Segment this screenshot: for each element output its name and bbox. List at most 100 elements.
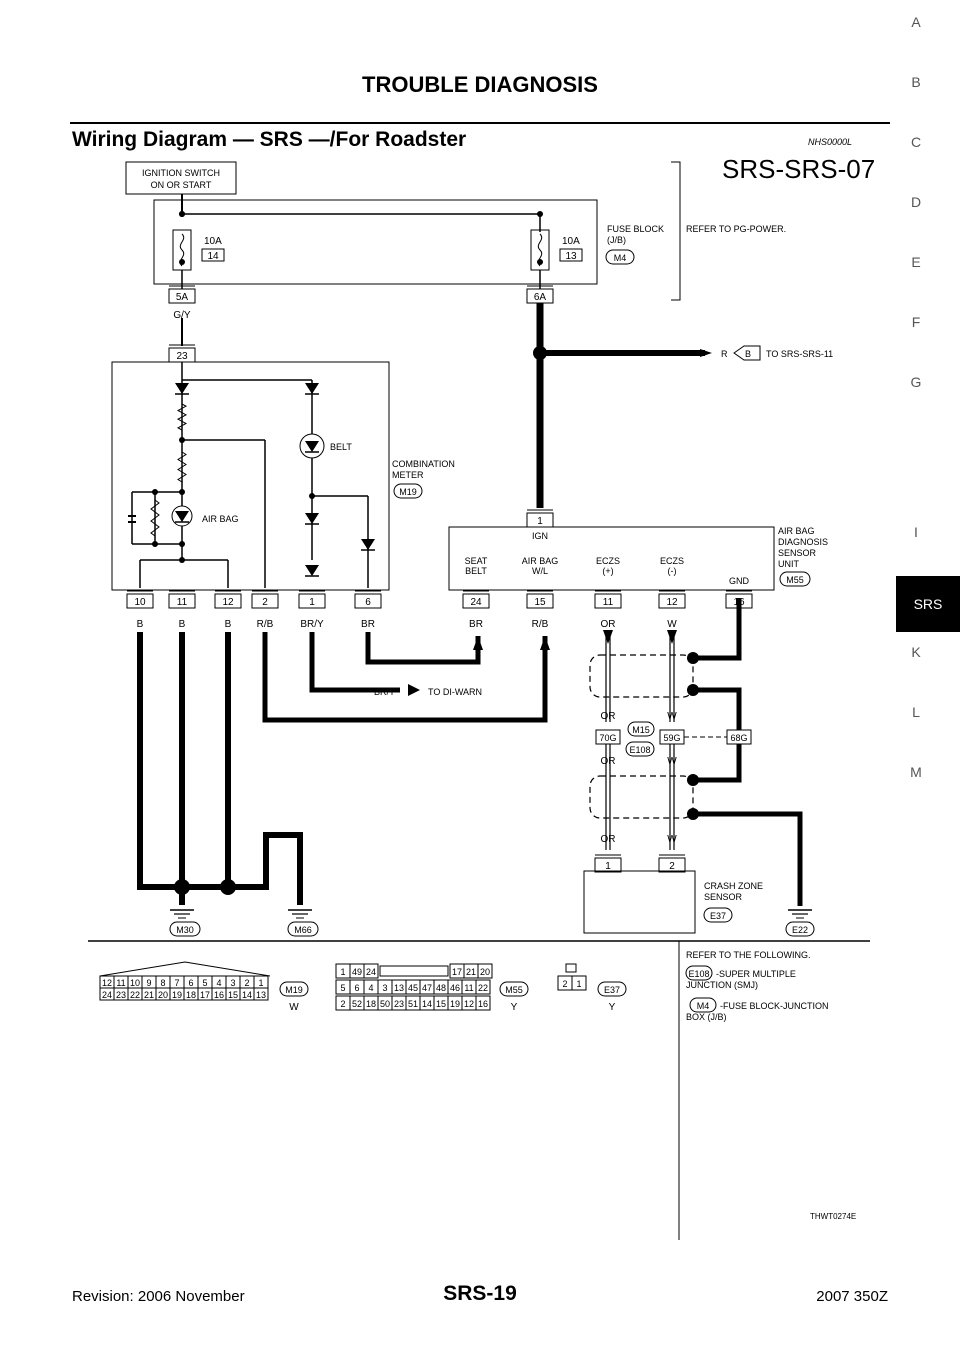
unit-label: AIR BAG (778, 526, 815, 536)
arrow-down (603, 630, 613, 644)
resistor-symbol (150, 499, 160, 537)
crash-terminal (658, 857, 686, 873)
unit-pin-label: SEAT (465, 556, 488, 566)
wire-color-label: W (667, 834, 677, 845)
unit-pin-label: (+) (602, 566, 613, 576)
ground-m66-label-label: M66 (294, 925, 312, 935)
wire-color-label: BR (469, 619, 483, 630)
page-header-title: TROUBLE DIAGNOSIS (362, 72, 598, 97)
pin-number: 2 (340, 999, 345, 1009)
pin-number: 4 (368, 983, 373, 993)
section-index-e[interactable]: E (911, 254, 921, 270)
diode-symbol (305, 383, 319, 394)
splice-dot (537, 211, 543, 217)
unit-pin-label: (-) (668, 566, 677, 576)
wire-color-label: G/Y (173, 310, 191, 321)
terminal-number: 10 (134, 597, 146, 608)
unit-pin-label: BELT (465, 566, 487, 576)
section-index-b[interactable]: B (911, 74, 921, 90)
terminal-number: 2 (262, 597, 268, 608)
wire-color-label: R/B (257, 619, 274, 630)
diode-symbol (305, 513, 319, 524)
section-index-f[interactable]: F (911, 314, 921, 330)
meter-terminal (298, 593, 326, 609)
smj-connector (627, 721, 655, 737)
ignition-switch-label: IGNITION SWITCH (142, 168, 220, 178)
refer-power-label: REFER TO PG-POWER. (686, 224, 786, 234)
section-index-a[interactable]: A (911, 14, 921, 30)
ground-e22-label (785, 921, 815, 937)
connector-pin (571, 975, 587, 991)
smj-connector-label: E108 (629, 745, 650, 755)
m55-connector-id-label: M55 (505, 985, 523, 995)
pin-number: 13 (394, 983, 404, 993)
wire-color-label: B (137, 856, 144, 867)
section-index-i[interactable]: I (914, 524, 918, 540)
section-index-k[interactable]: K (911, 644, 921, 660)
pin-number: 3 (382, 983, 387, 993)
combination-meter-box (111, 361, 390, 591)
pin-number: 12 (102, 978, 112, 988)
pin-number: 13 (256, 990, 266, 1000)
crash-connector (703, 907, 733, 923)
pin-number: 48 (436, 983, 446, 993)
to-srs11-label: TO SRS-SRS-11 (766, 349, 833, 359)
section-index-m[interactable]: M (910, 764, 922, 780)
connector-color: W (289, 1002, 299, 1013)
connector-pin (363, 963, 379, 979)
pin-number: 23 (394, 999, 404, 1009)
terminal-number: 6 (365, 597, 371, 608)
ref-text: JUNCTION (SMJ) (686, 980, 758, 990)
smj-pin: 68G (730, 733, 747, 743)
ref-connector (685, 965, 713, 981)
crash-sensor-label: SENSOR (704, 892, 743, 902)
m19-connector-id (279, 981, 309, 997)
di-warn-label: TO DI-WARN (428, 687, 482, 697)
pin-number: 15 (436, 999, 446, 1009)
pin-number: 4 (216, 978, 221, 988)
fuse-block-label: (J/B) (607, 235, 626, 245)
m55-connector-id (499, 981, 529, 997)
pin-number: 14 (242, 990, 252, 1000)
connector-pin (475, 979, 491, 995)
splice-dot (179, 211, 185, 217)
wire-color-label: BR/Y (374, 687, 395, 697)
shield-dashed (589, 654, 694, 698)
wire-color-label: B (179, 856, 186, 867)
section-code: NHS0000L (808, 137, 853, 147)
connector-color: Y (511, 1002, 518, 1013)
section-index-g[interactable]: G (910, 374, 922, 390)
pin-number: 10 (130, 978, 140, 988)
terminal-number: 15 (534, 597, 546, 608)
wire-color-label: OR (601, 756, 616, 767)
srs11-arrow-box (733, 345, 761, 361)
crash-terminal (594, 857, 622, 873)
section-index-l[interactable]: L (912, 704, 920, 720)
section-index-c[interactable]: C (910, 134, 922, 150)
splice-dot (687, 774, 699, 786)
wire-color-label: BR/Y (300, 619, 324, 630)
pin-number: 19 (172, 990, 182, 1000)
pin-number: 51 (408, 999, 418, 1009)
section-index-d[interactable]: D (910, 194, 922, 210)
pin-number: 24 (366, 967, 376, 977)
connector-color: Y (609, 1002, 616, 1013)
pin-number: 17 (200, 990, 210, 1000)
wire-color-label: R/B (532, 619, 549, 630)
diode-symbol (305, 565, 319, 576)
section-index-active[interactable]: SRS (896, 576, 960, 632)
ign-label: IGN (532, 531, 548, 541)
pin-number: 2 (244, 978, 249, 988)
pin-number: 15 (228, 990, 238, 1000)
pin-number: 1 (576, 979, 581, 989)
airbag-diode (175, 511, 189, 522)
diode-symbol (175, 383, 189, 394)
arrow-up (540, 636, 550, 650)
unit-label: SENSOR (778, 548, 817, 558)
meter-connector (393, 483, 423, 499)
shield-dashed (589, 775, 694, 819)
wire-color-label: OR (601, 834, 616, 845)
header-rule (70, 122, 890, 124)
e37-connector-id (597, 981, 627, 997)
